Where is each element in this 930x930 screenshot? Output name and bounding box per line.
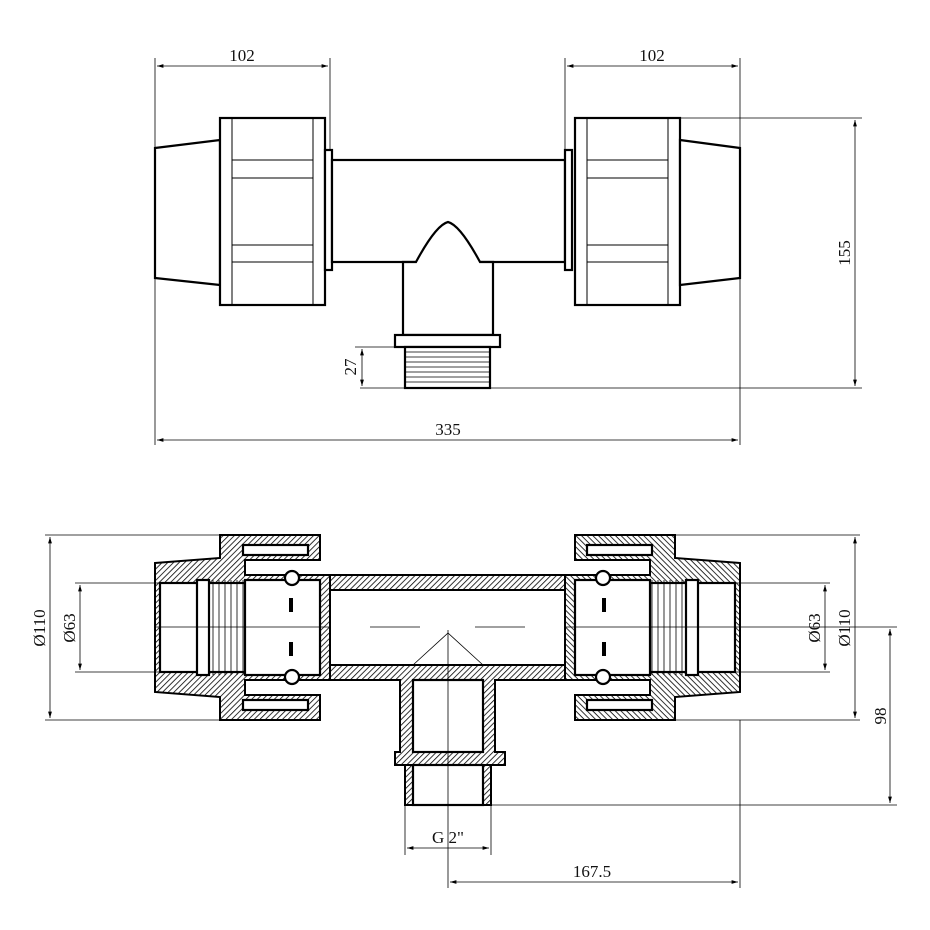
left-nut [218, 116, 327, 307]
branch-plate [393, 333, 502, 349]
section-dimension-lines [45, 534, 897, 888]
left-pipe-end [153, 138, 222, 287]
dimension-lines [154, 58, 862, 445]
tee-branch [401, 220, 495, 337]
section-view: Ø110 Ø63 Ø63 Ø110 98 G 2" 167.5 [30, 534, 897, 888]
right-pipe-end [678, 138, 742, 287]
top-view: 102 102 155 27 335 [153, 46, 862, 445]
dim-right-outer-diameter: Ø110 [835, 609, 854, 646]
tee-body-section [329, 574, 571, 807]
dim-height: 155 [835, 240, 854, 266]
dim-left-pipe-diameter: Ø63 [60, 613, 79, 642]
dim-left-outer-diameter: Ø110 [30, 609, 49, 646]
right-coupling-section [564, 534, 741, 721]
right-nut [573, 116, 682, 307]
dim-left-length: 102 [229, 46, 255, 65]
dim-branch-height: 98 [871, 708, 890, 725]
dim-thread-length: 27 [341, 358, 360, 376]
branch-thread [403, 345, 492, 390]
center-lines [155, 626, 740, 805]
left-coupling-section [154, 534, 331, 721]
dim-total-length: 335 [435, 420, 461, 439]
dim-thread-size: G 2" [432, 828, 464, 847]
dim-right-pipe-diameter: Ø63 [805, 613, 824, 642]
dim-half-length: 167.5 [573, 862, 611, 881]
right-flange [563, 148, 574, 272]
dim-right-length: 102 [639, 46, 665, 65]
